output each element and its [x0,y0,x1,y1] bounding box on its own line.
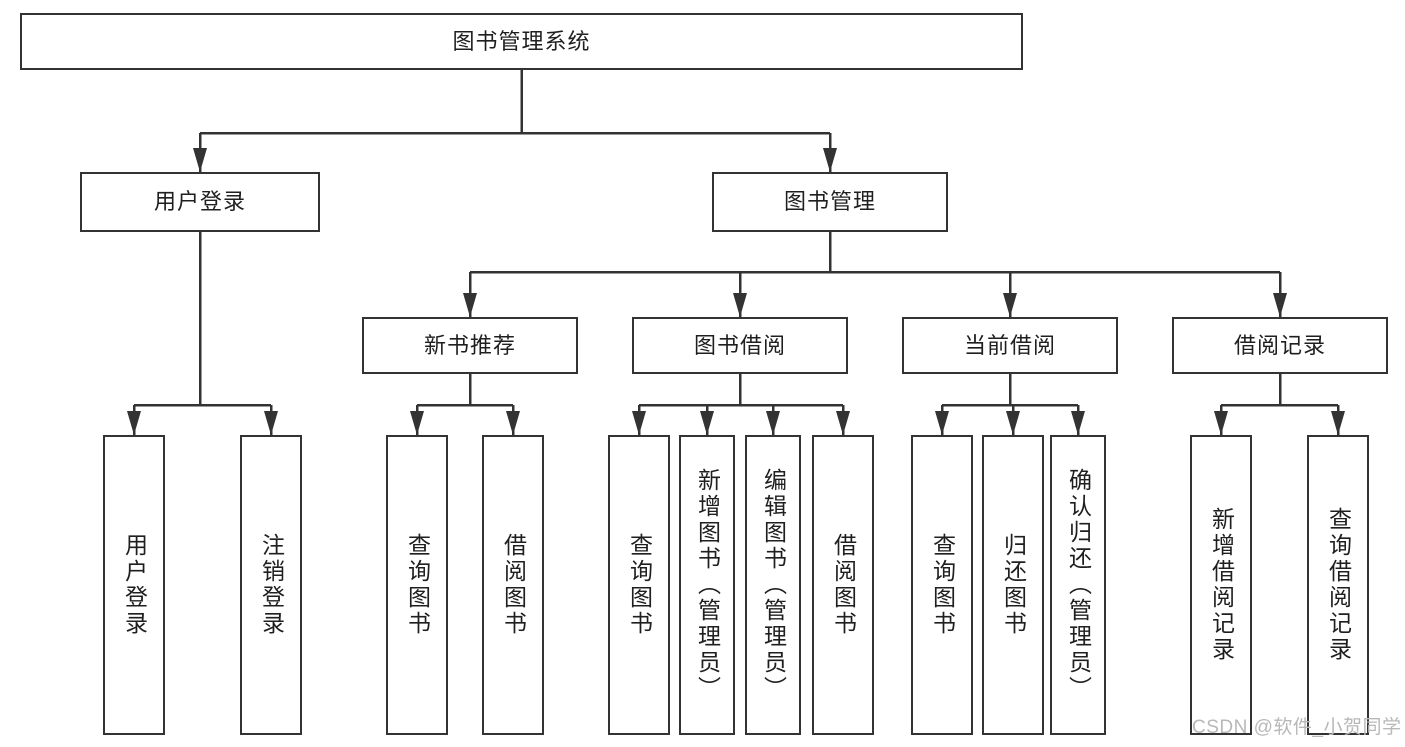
node-label-leaf-user-login: 用户登录 [121,533,148,637]
node-current-borrow[interactable]: 当前借阅 [902,317,1118,374]
node-leaf-query-book-1[interactable]: 查询图书 [386,435,448,735]
node-leaf-logout[interactable]: 注销登录 [240,435,302,735]
node-label-leaf-borrow-book-1: 借阅图书 [500,533,527,637]
node-leaf-confirm-return[interactable]: 确认归还（管理员） [1050,435,1106,735]
node-new-book-rec[interactable]: 新书推荐 [362,317,578,374]
node-user-login[interactable]: 用户登录 [80,172,320,232]
node-label-book-borrow: 图书借阅 [693,332,786,358]
node-label-leaf-add-record: 新增借阅记录 [1208,507,1235,663]
node-label-leaf-add-book: 新增图书（管理员） [694,468,721,702]
node-label-leaf-query-book-3: 查询图书 [929,533,956,637]
node-label-borrow-record: 借阅记录 [1233,332,1326,358]
node-leaf-user-login[interactable]: 用户登录 [103,435,165,735]
node-leaf-borrow-book-1[interactable]: 借阅图书 [482,435,544,735]
node-label-leaf-confirm-return: 确认归还（管理员） [1065,468,1092,702]
node-leaf-add-record[interactable]: 新增借阅记录 [1190,435,1252,735]
node-label-leaf-query-book-1: 查询图书 [404,533,431,637]
node-book-borrow[interactable]: 图书借阅 [632,317,848,374]
node-label-leaf-edit-book: 编辑图书（管理员） [760,468,787,702]
node-label-leaf-logout: 注销登录 [258,533,285,637]
node-label-leaf-query-book-2: 查询图书 [626,533,653,637]
node-leaf-edit-book[interactable]: 编辑图书（管理员） [745,435,801,735]
node-label-user-login: 用户登录 [153,189,246,215]
node-label-root: 图书管理系统 [452,28,591,54]
node-leaf-query-book-3[interactable]: 查询图书 [911,435,973,735]
node-leaf-borrow-book-2[interactable]: 借阅图书 [812,435,874,735]
node-label-leaf-borrow-book-2: 借阅图书 [830,533,857,637]
node-label-leaf-query-record: 查询借阅记录 [1325,507,1352,663]
node-root[interactable]: 图书管理系统 [20,13,1023,70]
node-leaf-return-book[interactable]: 归还图书 [982,435,1044,735]
node-book-manage[interactable]: 图书管理 [712,172,948,232]
node-label-book-manage: 图书管理 [783,189,876,215]
node-label-current-borrow: 当前借阅 [963,332,1056,358]
node-label-new-book-rec: 新书推荐 [423,332,516,358]
node-leaf-query-record[interactable]: 查询借阅记录 [1307,435,1369,735]
node-leaf-query-book-2[interactable]: 查询图书 [608,435,670,735]
node-label-leaf-return-book: 归还图书 [1000,533,1027,637]
node-borrow-record[interactable]: 借阅记录 [1172,317,1388,374]
node-leaf-add-book[interactable]: 新增图书（管理员） [679,435,735,735]
